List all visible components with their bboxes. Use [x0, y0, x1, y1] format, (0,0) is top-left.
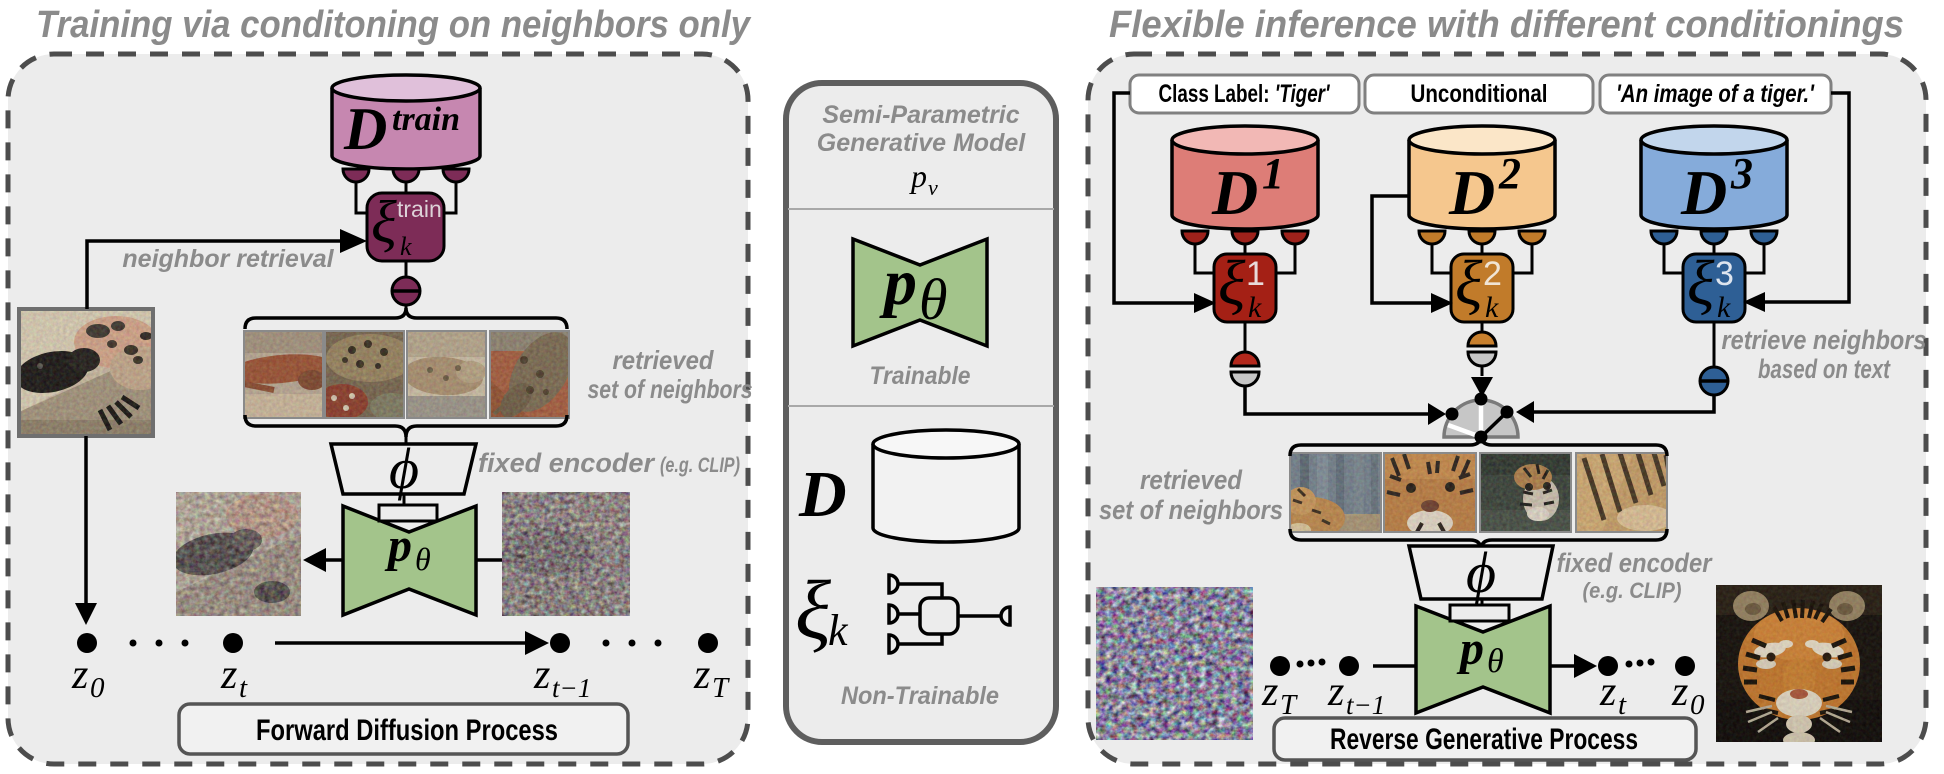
svg-text:k: k: [828, 606, 849, 655]
svg-text:t−1: t−1: [1346, 690, 1385, 720]
svg-text:θ: θ: [1487, 643, 1504, 680]
svg-text:z: z: [1327, 669, 1344, 715]
svg-text:v: v: [928, 175, 938, 200]
svg-text:ϕ: ϕ: [389, 436, 419, 501]
svg-text:retrieve neighbors: retrieve neighbors: [1722, 325, 1927, 355]
svg-text:z: z: [71, 652, 88, 698]
svg-text:k: k: [1717, 291, 1731, 324]
svg-text:z: z: [1671, 669, 1688, 715]
svg-text:ξ: ξ: [795, 564, 831, 657]
svg-text:p: p: [909, 158, 927, 194]
svg-text:p: p: [384, 519, 412, 572]
svg-text:k: k: [1248, 291, 1262, 324]
svg-text:Training via conditoning on ne: Training via conditoning on neighbors on…: [36, 4, 752, 46]
svg-text:θ: θ: [415, 541, 431, 577]
svg-text:0: 0: [90, 672, 105, 704]
svg-text:3: 3: [1715, 255, 1734, 293]
svg-text:Unconditional: Unconditional: [1411, 80, 1548, 108]
svg-text:train: train: [397, 196, 442, 222]
svg-text:retrieved: retrieved: [613, 345, 715, 375]
svg-text:p: p: [879, 246, 917, 319]
svg-text:ξ: ξ: [1455, 247, 1483, 318]
svg-text:T: T: [712, 672, 730, 704]
svg-text:Reverse Generative Process: Reverse Generative Process: [1330, 723, 1638, 756]
svg-text:based on text: based on text: [1758, 354, 1891, 384]
svg-text:z: z: [1599, 669, 1616, 715]
svg-text:fixed encoder: fixed encoder: [1557, 548, 1713, 578]
svg-text:z: z: [1261, 669, 1278, 715]
svg-text:retrieved: retrieved: [1140, 465, 1242, 495]
svg-text:z: z: [220, 652, 237, 698]
svg-text:Generative Model: Generative Model: [817, 129, 1026, 157]
svg-text:(e.g. CLIP): (e.g. CLIP): [1583, 578, 1682, 603]
svg-text:D: D: [1448, 157, 1495, 228]
svg-text:t: t: [1618, 689, 1627, 721]
svg-text:0: 0: [1690, 689, 1705, 721]
svg-text:D: D: [1211, 157, 1258, 228]
svg-text:2: 2: [1498, 149, 1521, 198]
svg-text:2: 2: [1483, 255, 1502, 293]
svg-text:Non-Trainable: Non-Trainable: [841, 682, 999, 710]
svg-text:t: t: [239, 672, 248, 704]
svg-text:T: T: [1280, 689, 1298, 721]
svg-text:ϕ: ϕ: [1466, 540, 1496, 605]
svg-text:ξ: ξ: [1687, 247, 1715, 318]
svg-text:Flexible inference with differ: Flexible inference with different condit…: [1109, 4, 1904, 46]
svg-text:t−1: t−1: [552, 673, 591, 703]
svg-text:Semi-Parametric: Semi-Parametric: [822, 101, 1019, 129]
svg-text:p: p: [1456, 622, 1484, 675]
svg-text:θ: θ: [919, 267, 948, 332]
svg-text:D: D: [1680, 157, 1727, 228]
svg-text:Class Label: 'Tiger': Class Label: 'Tiger': [1159, 80, 1331, 108]
svg-text:z: z: [533, 652, 550, 698]
svg-text:ξ: ξ: [371, 189, 397, 255]
svg-text:D: D: [798, 458, 847, 531]
svg-text:1: 1: [1246, 255, 1265, 293]
svg-text:ξ: ξ: [1218, 247, 1246, 318]
svg-text:Forward Diffusion Process: Forward Diffusion Process: [256, 714, 558, 747]
svg-text:k: k: [1485, 291, 1499, 324]
svg-text:(e.g. CLIP): (e.g. CLIP): [660, 454, 740, 477]
svg-text:set of neighbors: set of neighbors: [588, 374, 753, 404]
svg-text:Trainable: Trainable: [870, 362, 971, 390]
svg-text:3: 3: [1730, 149, 1753, 198]
svg-text:k: k: [400, 232, 412, 261]
svg-text:set of neighbors: set of neighbors: [1099, 495, 1283, 525]
svg-text:z: z: [693, 652, 710, 698]
svg-text:D: D: [343, 96, 387, 162]
svg-text:neighbor retrieval: neighbor retrieval: [122, 245, 334, 273]
svg-text:train: train: [392, 101, 460, 138]
svg-text:'An image of a tiger.': 'An image of a tiger.': [1616, 80, 1815, 108]
svg-text:fixed encoder: fixed encoder: [478, 448, 655, 478]
svg-text:1: 1: [1262, 149, 1284, 198]
